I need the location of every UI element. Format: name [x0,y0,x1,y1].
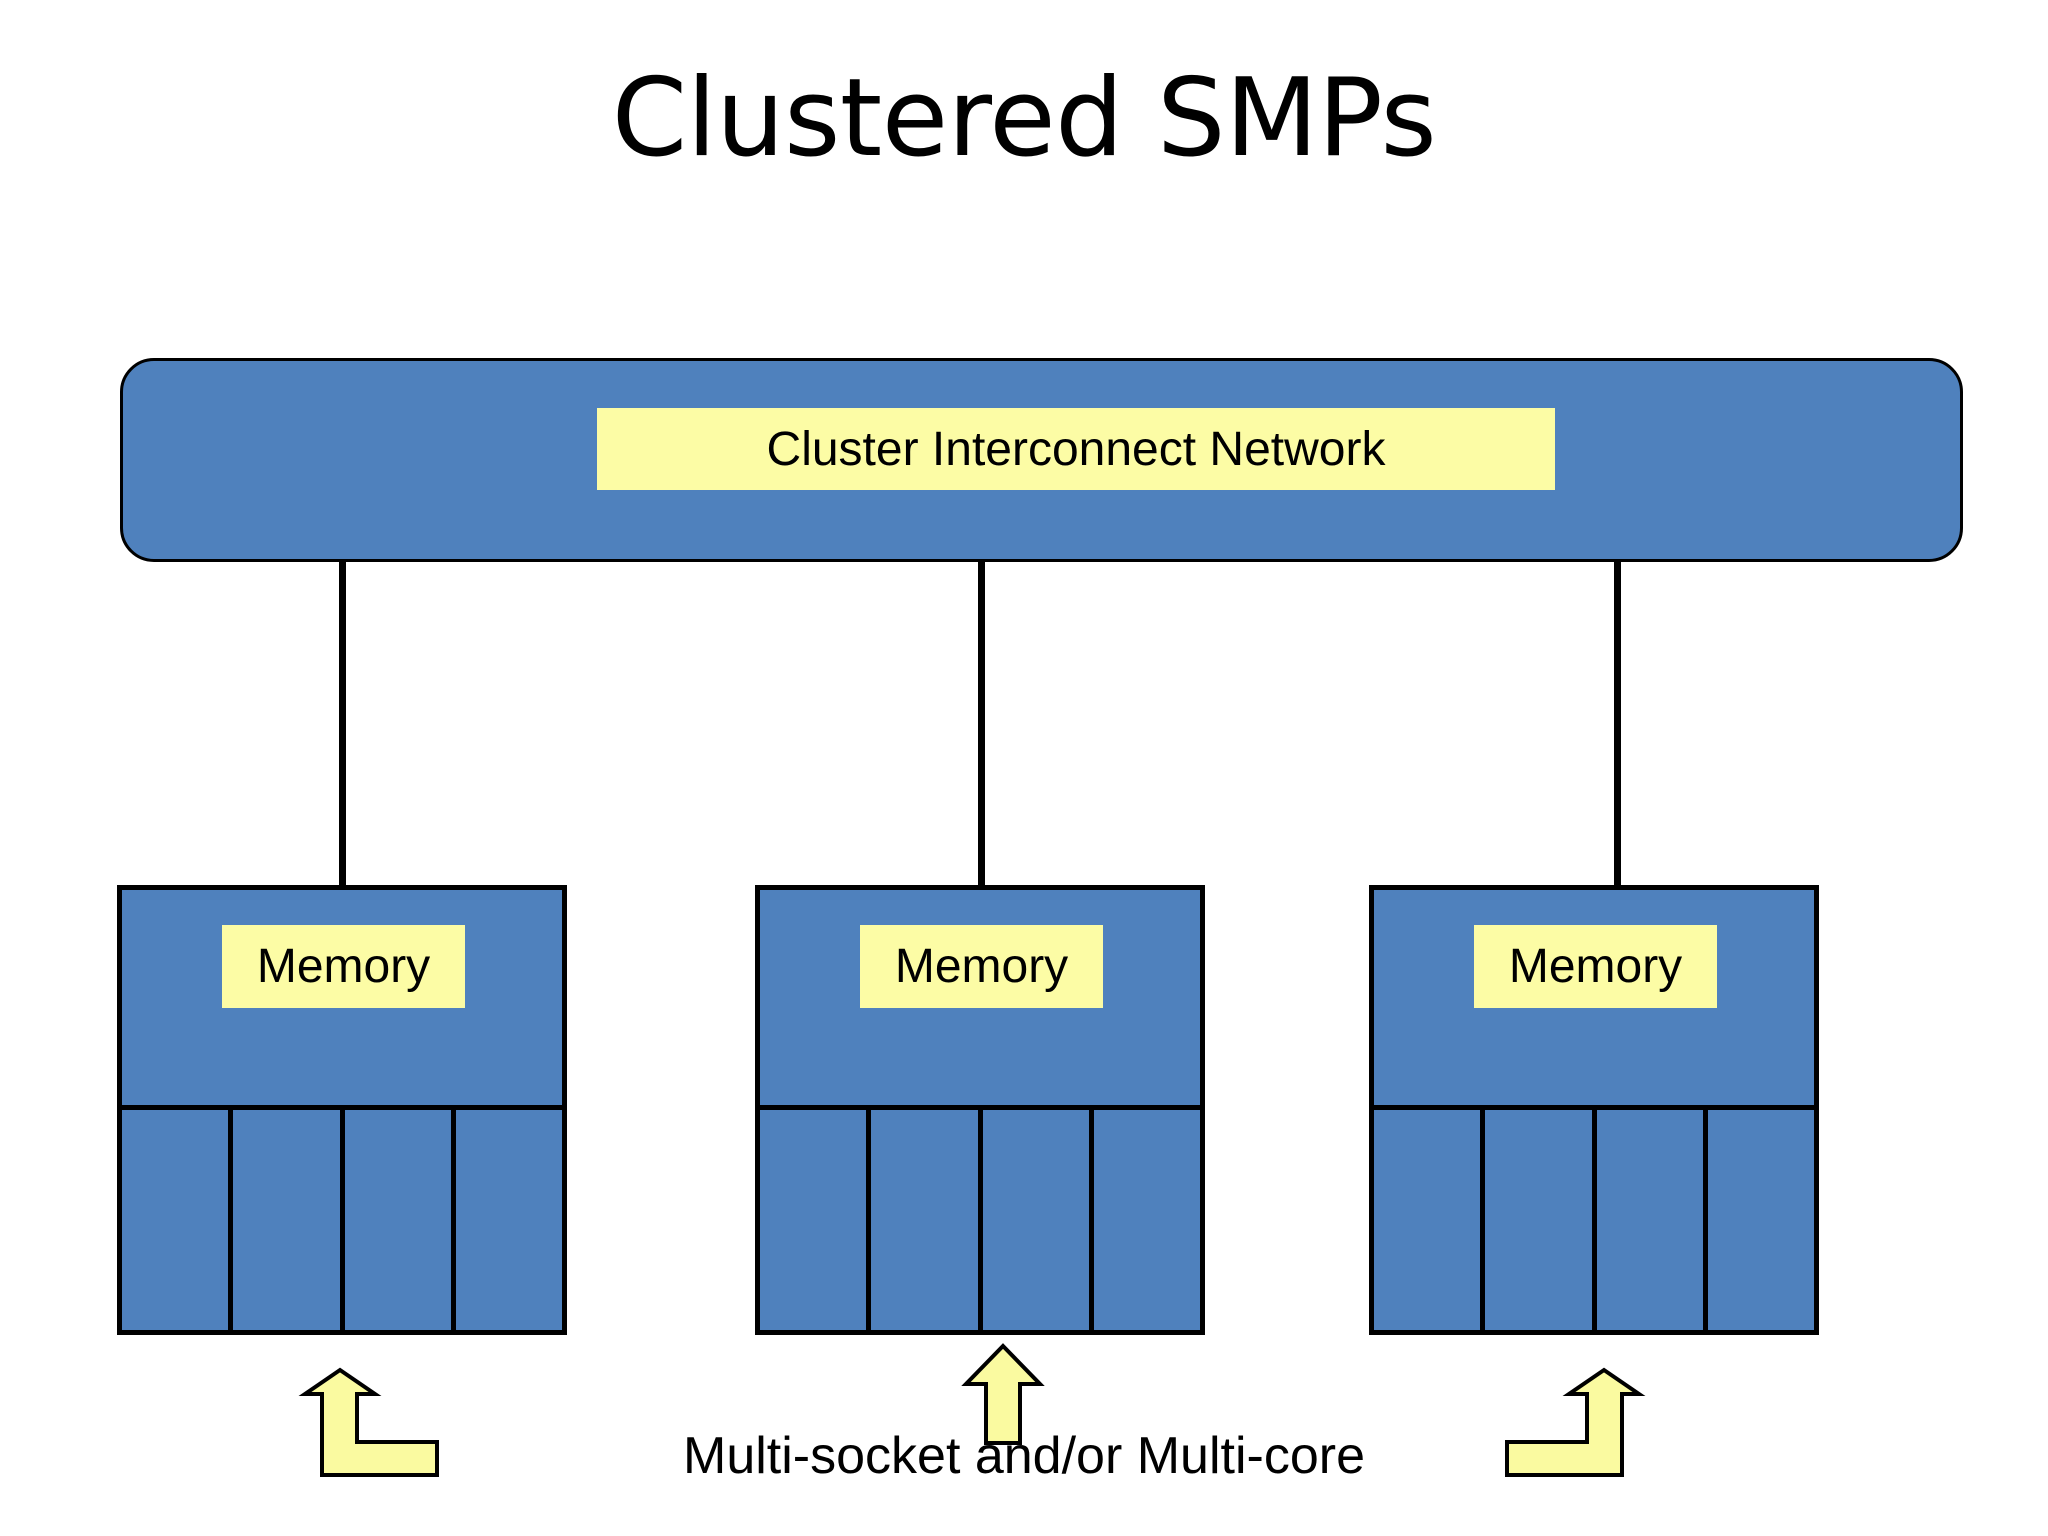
smp-node-1: Memory [117,885,567,1335]
bottom-caption: Multi-socket and/or Multi-core [683,1427,1365,1485]
cluster-interconnect-label: Cluster Interconnect Network [597,408,1555,490]
core-cell [982,1110,1094,1330]
memory-label-node-1: Memory [222,925,465,1008]
memory-label-node-2: Memory [860,925,1103,1008]
core-row-node-2 [760,1105,1200,1330]
bent-arrow-up-left-tail-icon [1505,1367,1646,1477]
core-cell [122,1110,234,1330]
core-cell [344,1110,456,1330]
core-cell [1093,1110,1200,1330]
core-cell [233,1110,345,1330]
core-cell [1707,1110,1814,1330]
smp-node-3: Memory [1369,885,1819,1335]
core-row-node-3 [1374,1105,1814,1330]
core-cell [455,1110,562,1330]
core-cell [1596,1110,1708,1330]
smp-node-2: Memory [755,885,1205,1335]
page-title: Clustered SMPs [611,56,1437,181]
core-cell [760,1110,872,1330]
straight-arrow-up-icon [961,1343,1045,1445]
link-line-node-1 [339,560,346,890]
bent-arrow-up-right-tail-icon [298,1367,439,1477]
core-cell [1485,1110,1597,1330]
core-cell [871,1110,983,1330]
core-row-node-1 [122,1105,562,1330]
core-cell [1374,1110,1486,1330]
link-line-node-3 [1614,560,1621,890]
memory-label-node-3: Memory [1474,925,1717,1008]
link-line-node-2 [978,560,985,890]
